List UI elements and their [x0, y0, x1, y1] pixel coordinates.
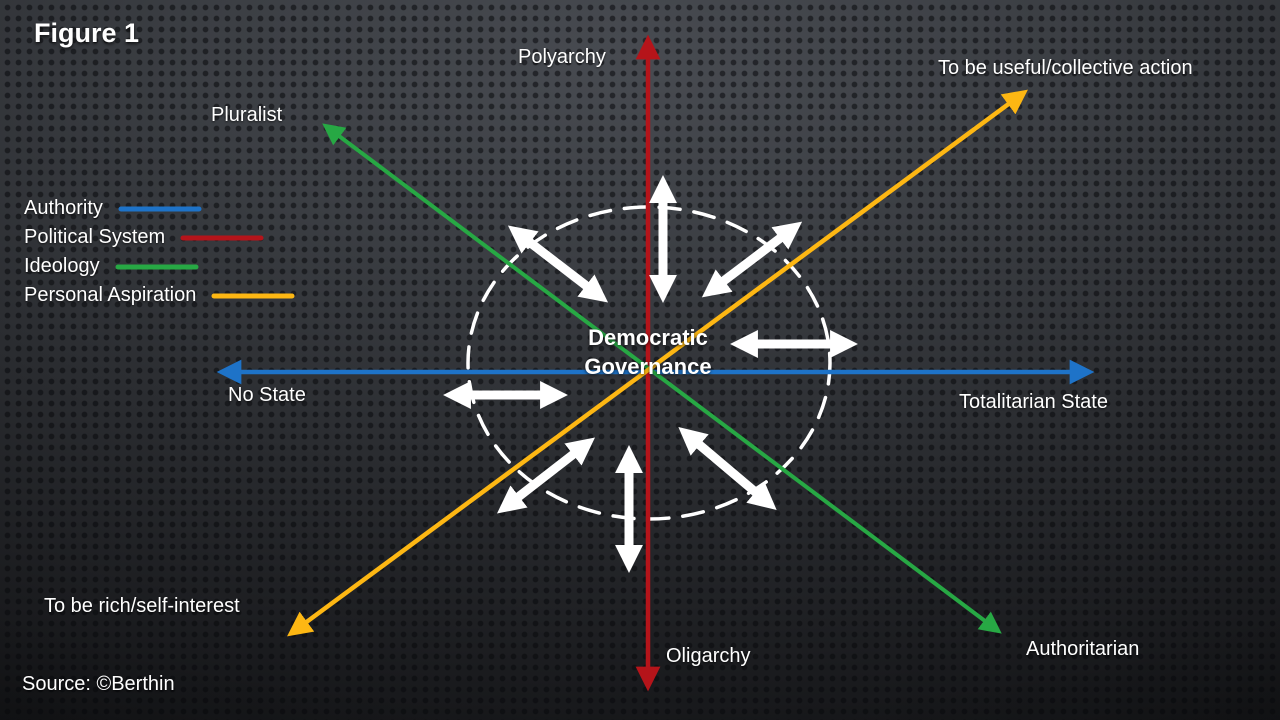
- radial-arrow-northwest: [507, 225, 609, 303]
- legend-item-political-system: Political System: [24, 223, 296, 252]
- center-label-line1: Democratic: [588, 325, 708, 350]
- legend-item-authority: Authority: [24, 194, 296, 223]
- legend-label-political-system: Political System: [24, 226, 166, 248]
- radial-arrow-southeast: [678, 427, 777, 510]
- legend: Authority Political System Ideology Pers…: [24, 194, 296, 310]
- radial-arrow-southwest: [496, 437, 596, 514]
- center-label-line2: Governance: [584, 354, 712, 379]
- label-authoritarian: Authoritarian: [1026, 638, 1140, 660]
- legend-swatch-ideology: [115, 264, 199, 269]
- label-self-interest: To be rich/self-interest: [44, 595, 240, 617]
- legend-label-ideology: Ideology: [24, 255, 100, 277]
- figure-title: Figure 1: [34, 18, 140, 48]
- label-totalitarian-state: Totalitarian State: [959, 391, 1108, 413]
- legend-label-personal-aspiration: Personal Aspiration: [24, 284, 197, 306]
- radial-arrow-northeast: [701, 221, 803, 298]
- center-label: Democratic Governance: [548, 323, 748, 381]
- legend-item-personal-aspiration: Personal Aspiration: [24, 281, 296, 310]
- label-no-state: No State: [228, 384, 306, 406]
- label-collective-action: To be useful/collective action: [938, 57, 1193, 79]
- source-credit: Source: ©Berthin: [22, 673, 175, 695]
- legend-swatch-political-system: [180, 235, 264, 240]
- legend-item-ideology: Ideology: [24, 252, 296, 281]
- legend-label-authority: Authority: [24, 197, 103, 219]
- label-polyarchy: Polyarchy: [518, 46, 606, 68]
- legend-swatch-personal-aspiration: [211, 293, 295, 298]
- label-pluralist: Pluralist: [211, 104, 283, 126]
- legend-swatch-authority: [118, 206, 202, 211]
- personal-aspiration-axis: [287, 89, 1028, 637]
- label-oligarchy: Oligarchy: [666, 645, 751, 667]
